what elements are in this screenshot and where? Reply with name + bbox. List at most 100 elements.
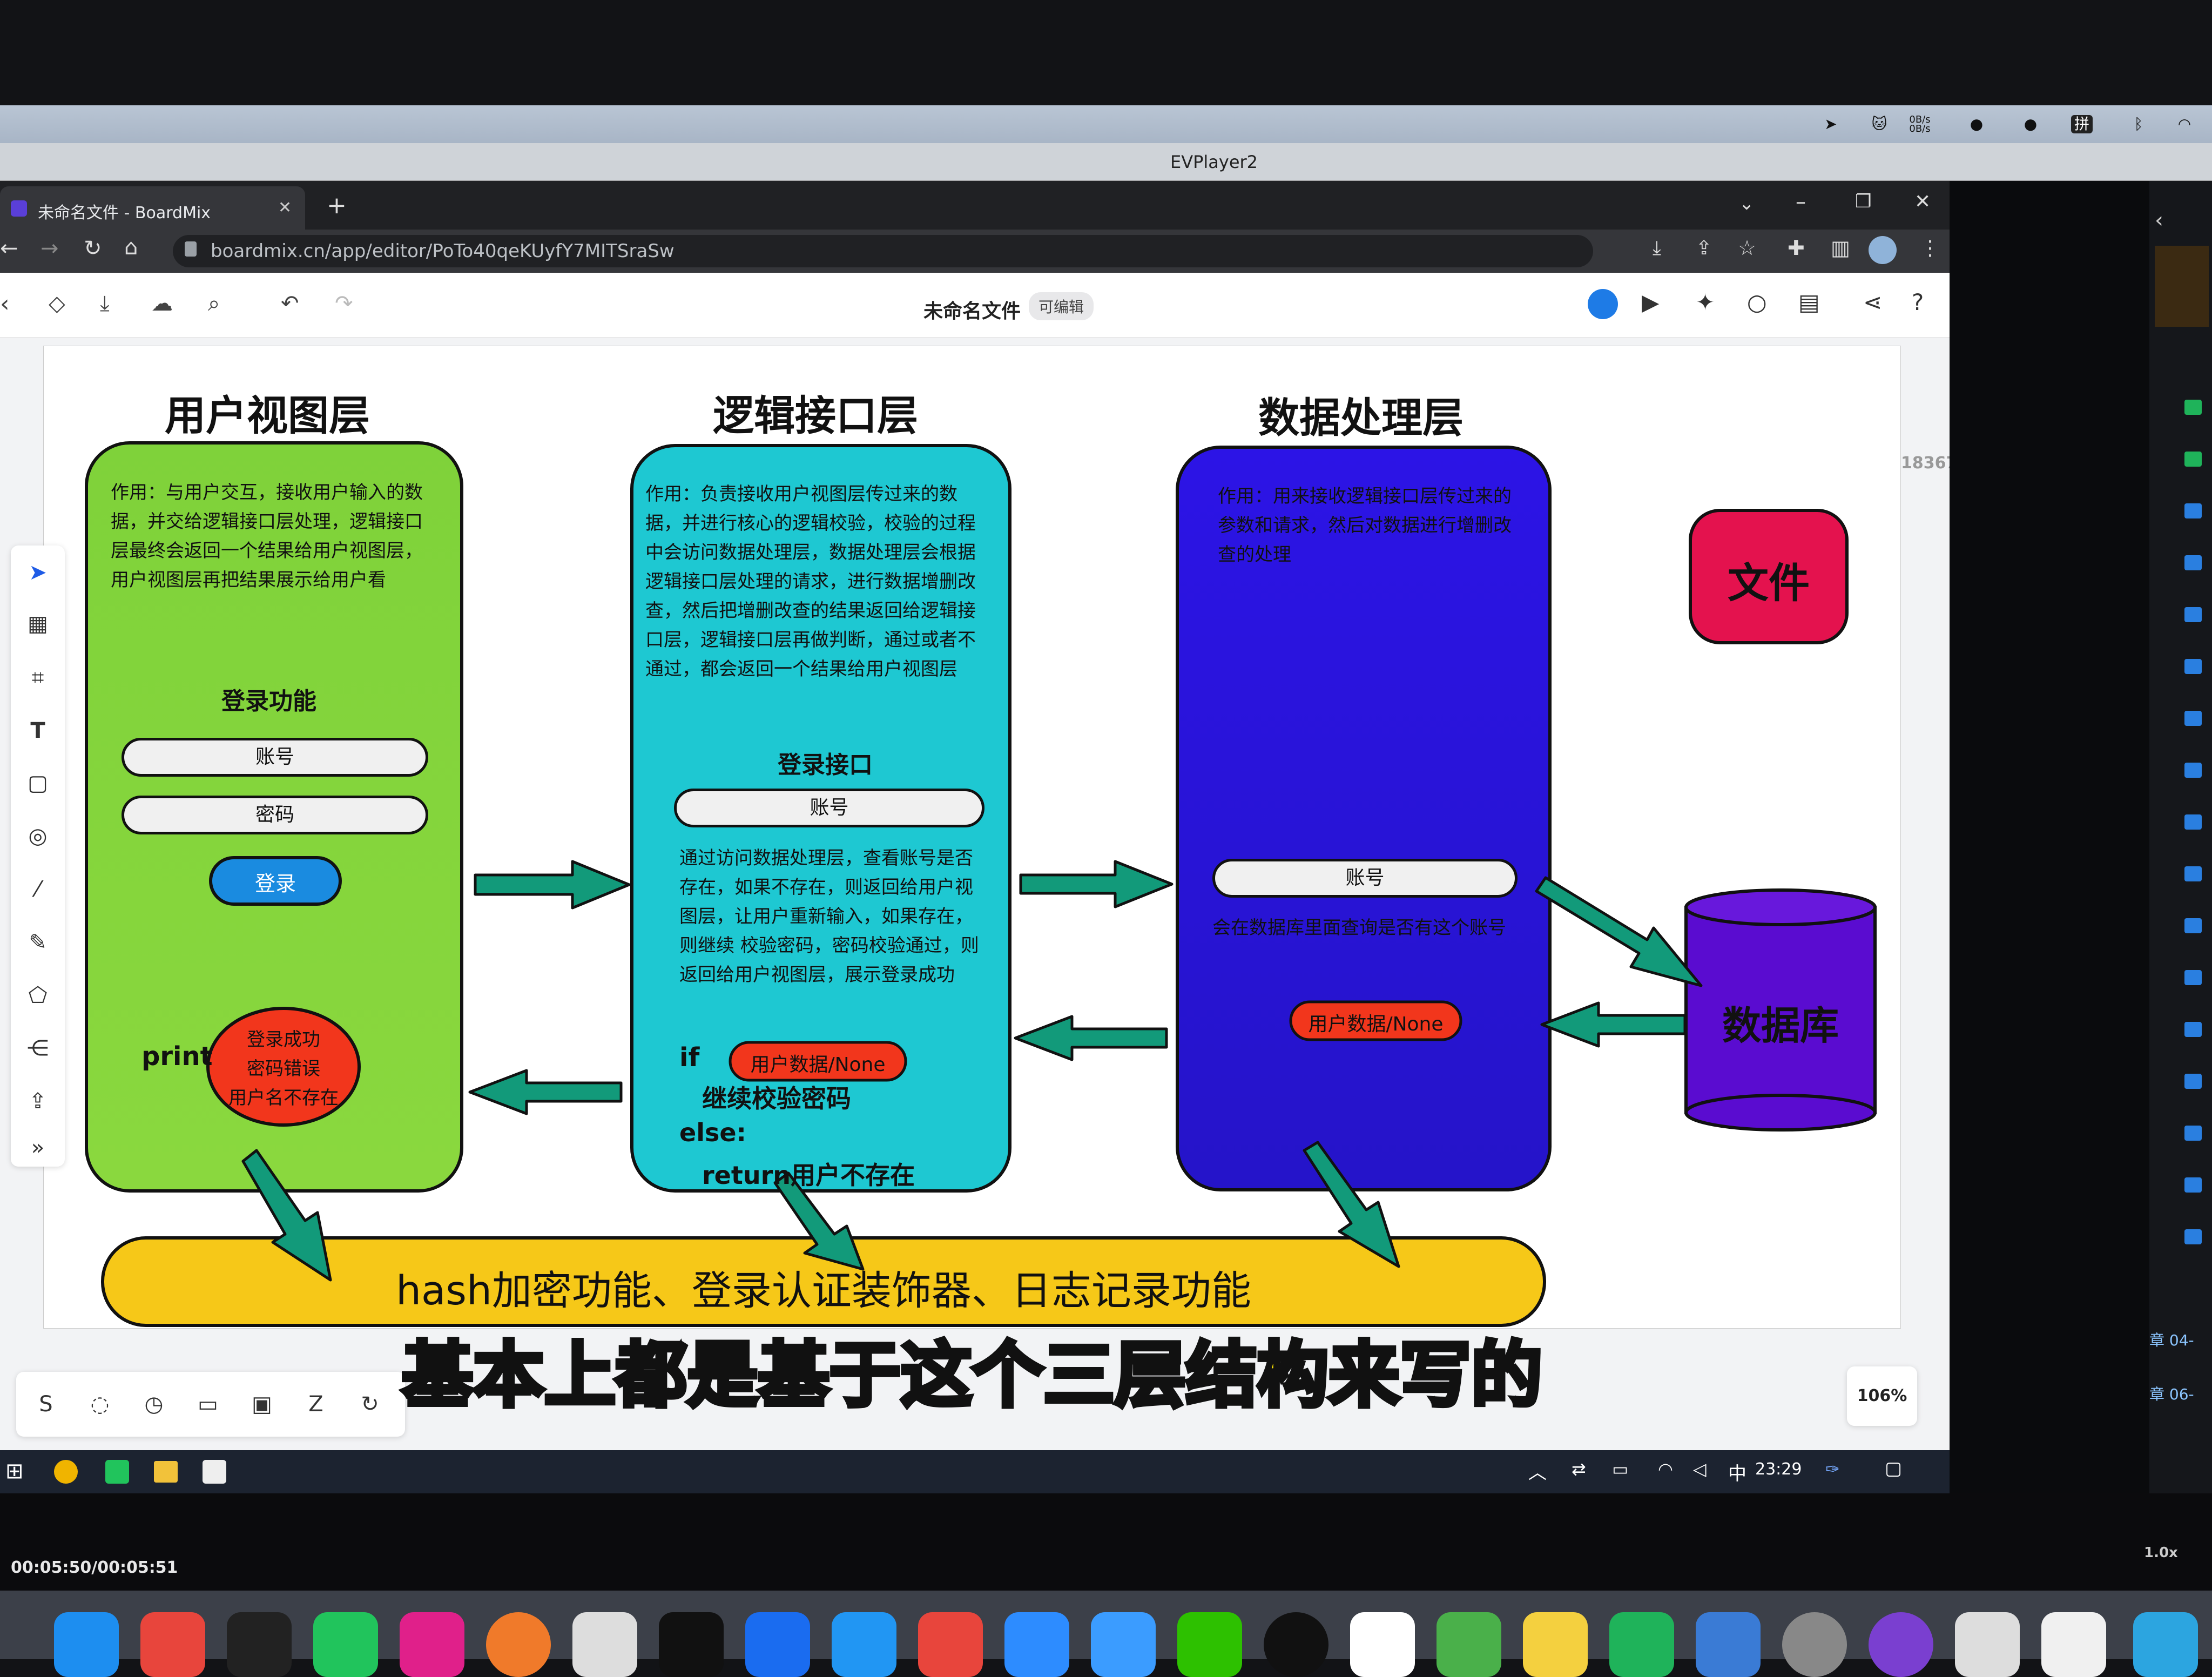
account-field[interactable]: 账号 — [122, 738, 428, 777]
network-icon[interactable]: ◠ — [1658, 1459, 1673, 1479]
back-icon[interactable]: ← — [0, 236, 18, 261]
pen-tray-icon[interactable]: ✑ — [1825, 1459, 1840, 1479]
extensions-icon[interactable]: ✚ — [1788, 236, 1805, 260]
chrome-dock-icon[interactable] — [140, 1612, 205, 1677]
template-tool-icon[interactable]: ▦ — [28, 611, 48, 636]
shape-tool-icon[interactable]: ◎ — [28, 824, 48, 848]
help-icon[interactable]: ? — [1912, 289, 1924, 315]
minimize-icon[interactable]: – — [1796, 190, 1806, 213]
pycharm-taskbar-icon[interactable] — [105, 1460, 129, 1484]
wifi-icon[interactable]: ◠ — [2177, 115, 2191, 133]
home-icon[interactable]: ⌂ — [124, 235, 138, 260]
user-icon[interactable]: ● — [2024, 115, 2038, 133]
collapse-panel-icon[interactable]: ‹ — [2155, 208, 2163, 233]
history-icon[interactable]: ↻ — [361, 1392, 379, 1417]
pen-tool-icon[interactable]: ✎ — [29, 930, 47, 955]
share-icon[interactable]: ⋖ — [1863, 289, 1883, 315]
back-icon[interactable]: ‹ — [0, 290, 10, 318]
mindmap-tool-icon[interactable]: ⋲ — [27, 1036, 49, 1061]
strikethrough-icon[interactable]: S — [39, 1392, 53, 1417]
search-icon[interactable]: ⌕ — [208, 291, 220, 316]
numbers-dock-icon[interactable] — [1609, 1612, 1674, 1677]
close-tab-icon[interactable]: ✕ — [278, 198, 292, 217]
reload-icon[interactable]: ↻ — [84, 236, 102, 261]
cloud-icon[interactable]: ☁ — [151, 291, 173, 316]
timer-icon[interactable]: ◷ — [144, 1392, 164, 1417]
chapter-item[interactable]: 章 06- — [2149, 1385, 2194, 1403]
tray-chevron-icon[interactable]: ︿ — [1528, 1462, 1547, 1484]
frame-tool-icon[interactable]: ⌗ — [31, 665, 44, 690]
sidepanel-icon[interactable]: ▥ — [1831, 236, 1850, 260]
document-title[interactable]: 未命名文件 — [923, 300, 1021, 322]
comment-icon[interactable]: ▭ — [198, 1392, 218, 1417]
notes-dock-icon[interactable] — [1955, 1612, 2020, 1677]
comment-icon[interactable]: ○ — [1747, 289, 1767, 315]
app-store-dock-icon[interactable] — [54, 1612, 119, 1677]
cloud-dock-icon[interactable] — [745, 1612, 810, 1677]
upload-tool-icon[interactable]: ⇪ — [29, 1089, 47, 1114]
zoom-dock-icon[interactable] — [1004, 1612, 1069, 1677]
playback-speed[interactable]: 1.0x — [2144, 1545, 2178, 1561]
restore-icon[interactable]: ❐ — [1855, 191, 1872, 212]
terminal-dock-icon[interactable] — [227, 1612, 292, 1677]
maps-dock-icon[interactable] — [1437, 1612, 1501, 1677]
intellij-dock-icon[interactable] — [400, 1612, 464, 1677]
tray-settings-icon[interactable]: ⇄ — [1572, 1459, 1586, 1479]
pages-dock-icon[interactable] — [1523, 1612, 1588, 1677]
cat-icon[interactable]: 🐱 — [1871, 115, 1887, 133]
chrome-taskbar-icon[interactable] — [54, 1460, 78, 1484]
jar-dock-icon[interactable] — [572, 1612, 637, 1677]
freeform-dock-icon[interactable] — [2041, 1612, 2106, 1677]
volume-icon[interactable]: ◁ — [1693, 1459, 1707, 1479]
qq-dock-icon[interactable] — [1264, 1612, 1328, 1677]
ime-indicator[interactable]: 中 — [1728, 1463, 1746, 1485]
chapter-item[interactable]: 章 04- — [2149, 1331, 2194, 1349]
close-window-icon[interactable]: ✕ — [1914, 191, 1931, 213]
profile-avatar[interactable] — [1869, 236, 1897, 264]
wps-dock-icon[interactable] — [918, 1612, 983, 1677]
tag-icon[interactable]: ◇ — [49, 291, 65, 316]
postman-dock-icon[interactable] — [486, 1612, 551, 1677]
share-icon[interactable]: ⇪ — [1696, 237, 1712, 259]
lesson-play-icon-column[interactable] — [2182, 400, 2203, 1318]
notification-icon[interactable]: ▢ — [1885, 1458, 1903, 1479]
course-thumbnail[interactable] — [2155, 246, 2209, 327]
zoom-level[interactable]: 106% — [1847, 1366, 1917, 1426]
login-button-label[interactable]: 登录 — [254, 872, 296, 895]
browser-tab[interactable]: 未命名文件 - BoardMix ✕ — [0, 186, 305, 230]
polygon-tool-icon[interactable]: ⬠ — [28, 983, 48, 1008]
safari-dock-icon[interactable] — [832, 1612, 896, 1677]
forward-icon[interactable]: → — [41, 236, 59, 261]
video-icon[interactable]: ▣ — [252, 1392, 272, 1417]
edit-permission-badge[interactable]: 可编辑 — [1029, 292, 1094, 320]
address-bar[interactable]: boardmix.cn/app/editor/PoTo40qeKUyfY7MIT… — [173, 235, 1593, 267]
text-tool-icon[interactable]: T — [30, 718, 45, 743]
layout-icon[interactable]: ▤ — [1798, 289, 1820, 315]
send-icon[interactable]: ➤ — [1824, 115, 1837, 133]
password-field[interactable]: 密码 — [122, 796, 428, 834]
install-icon[interactable]: ⤓ — [1653, 237, 1661, 259]
new-tab-icon[interactable]: + — [327, 192, 347, 219]
present-icon[interactable]: ▶ — [1642, 289, 1660, 315]
pycharm-dock-icon[interactable] — [313, 1612, 378, 1677]
keynote-dock-icon[interactable] — [1696, 1612, 1761, 1677]
settings-dock-icon[interactable] — [1782, 1612, 1847, 1677]
wechat-icon[interactable]: ● — [1970, 115, 1984, 133]
feishu-dock-icon[interactable] — [1091, 1612, 1156, 1677]
collaborator-avatar[interactable] — [1588, 289, 1618, 319]
more-tools-icon[interactable]: » — [31, 1135, 45, 1160]
undo-icon[interactable]: ↶ — [281, 291, 299, 316]
bookmark-star-icon[interactable]: ☆ — [1738, 236, 1757, 260]
typora-taskbar-icon[interactable] — [203, 1460, 226, 1484]
telegram-dock-icon[interactable] — [2133, 1612, 2198, 1677]
folder-taskbar-icon[interactable] — [154, 1461, 178, 1483]
download-icon[interactable]: ⤓ — [100, 291, 110, 316]
sleep-icon[interactable]: Z — [308, 1392, 323, 1417]
exec-dock-icon[interactable] — [659, 1612, 724, 1677]
sticky-note-tool-icon[interactable]: ▢ — [28, 771, 48, 796]
wechat-dock-icon[interactable] — [1177, 1612, 1242, 1677]
windows-start-icon[interactable]: ⊞ — [5, 1459, 24, 1484]
bluetooth-icon[interactable]: ᛒ — [2134, 115, 2143, 133]
input-method-icon[interactable]: 拼 — [2071, 115, 2093, 133]
redo-icon[interactable]: ↷ — [335, 291, 353, 316]
